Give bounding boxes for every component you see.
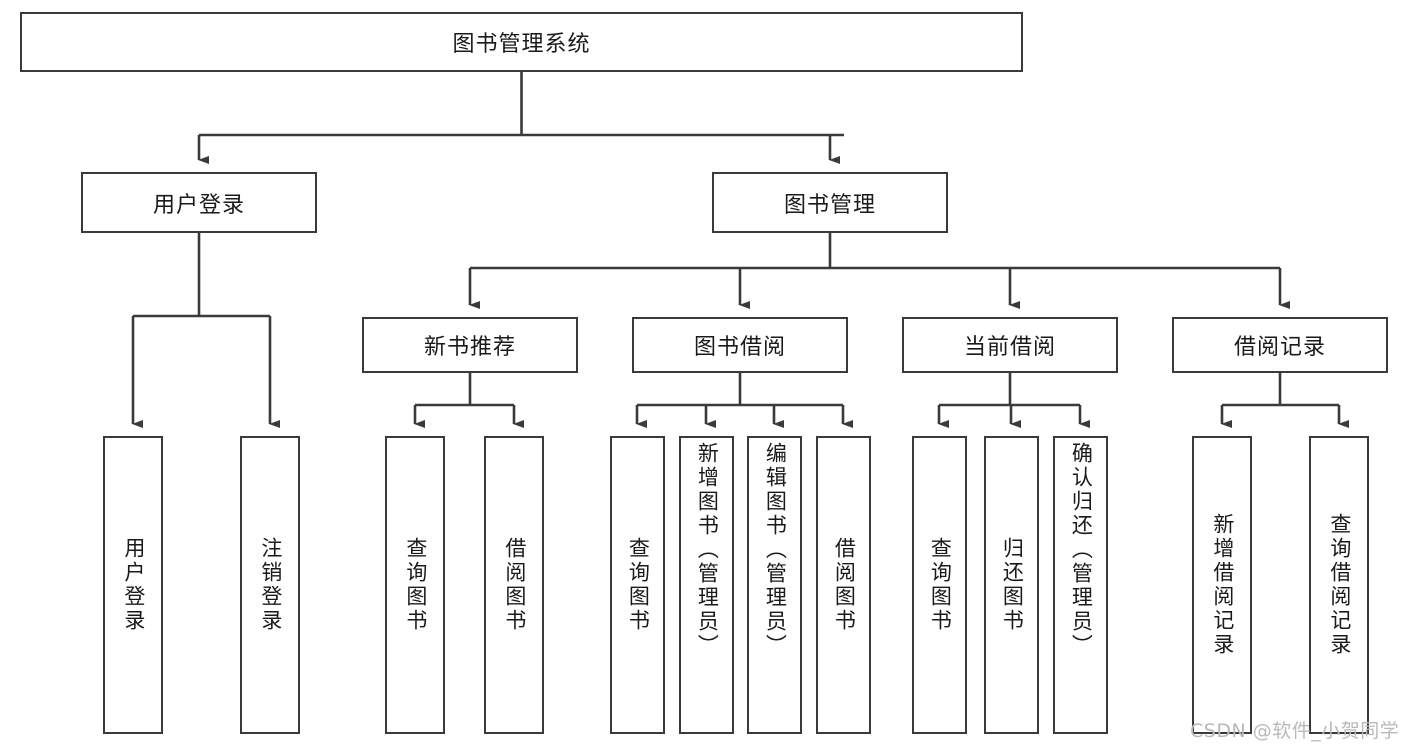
node-leaf-query-book-current[interactable]: 查询图书 xyxy=(912,436,967,734)
node-label: 归还图书 xyxy=(1000,537,1025,633)
node-label: 查询图书 xyxy=(626,537,651,633)
watermark-label: CSDN @软件_小贺同学 xyxy=(1190,720,1400,742)
node-label: 借阅图书 xyxy=(502,537,527,633)
node-leaf-add-book[interactable]: 新增图书（管理员） xyxy=(679,436,734,734)
node-leaf-confirm-return[interactable]: 确认归还（管理员） xyxy=(1053,436,1108,734)
node-leaf-query-borrow-record[interactable]: 查询借阅记录 xyxy=(1309,436,1369,734)
node-label: 图书管理系统 xyxy=(452,32,591,57)
node-label: 注销登录 xyxy=(258,537,283,633)
node-user-login[interactable]: 用户登录 xyxy=(81,172,317,233)
node-label: 查询借阅记录 xyxy=(1327,513,1352,657)
node-leaf-query-book-recommend[interactable]: 查询图书 xyxy=(385,436,445,734)
node-new-book-recommend[interactable]: 新书推荐 xyxy=(362,317,578,373)
node-label: 查询图书 xyxy=(403,537,428,633)
node-leaf-logout[interactable]: 注销登录 xyxy=(240,436,300,734)
node-label: 用户登录 xyxy=(152,192,245,218)
node-borrow-records[interactable]: 借阅记录 xyxy=(1172,317,1388,373)
node-label: 借阅图书 xyxy=(832,537,857,633)
node-label: 当前借阅 xyxy=(963,335,1056,360)
node-label: 图书借阅 xyxy=(693,335,786,360)
node-label: 新书推荐 xyxy=(423,335,516,360)
node-label: 确认归还（管理员） xyxy=(1069,442,1094,658)
node-leaf-borrow-book[interactable]: 借阅图书 xyxy=(816,436,871,734)
node-root-system[interactable]: 图书管理系统 xyxy=(20,12,1023,72)
node-label: 新增借阅记录 xyxy=(1210,513,1235,657)
node-label: 用户登录 xyxy=(121,537,146,633)
node-leaf-query-book-borrow[interactable]: 查询图书 xyxy=(610,436,665,734)
node-leaf-add-borrow-record[interactable]: 新增借阅记录 xyxy=(1192,436,1252,734)
node-label: 编辑图书（管理员） xyxy=(763,442,788,658)
node-book-borrow[interactable]: 图书借阅 xyxy=(632,317,848,373)
node-leaf-return-book[interactable]: 归还图书 xyxy=(984,436,1039,734)
node-leaf-borrow-book-recommend[interactable]: 借阅图书 xyxy=(484,436,544,734)
node-current-borrow[interactable]: 当前借阅 xyxy=(902,317,1118,373)
node-label: 查询图书 xyxy=(928,537,953,633)
node-label: 借阅记录 xyxy=(1233,335,1326,360)
node-book-management[interactable]: 图书管理 xyxy=(712,172,948,233)
node-leaf-edit-book[interactable]: 编辑图书（管理员） xyxy=(747,436,802,734)
node-label: 新增图书（管理员） xyxy=(695,442,720,658)
node-label: 图书管理 xyxy=(783,192,876,218)
node-leaf-user-login[interactable]: 用户登录 xyxy=(103,436,163,734)
